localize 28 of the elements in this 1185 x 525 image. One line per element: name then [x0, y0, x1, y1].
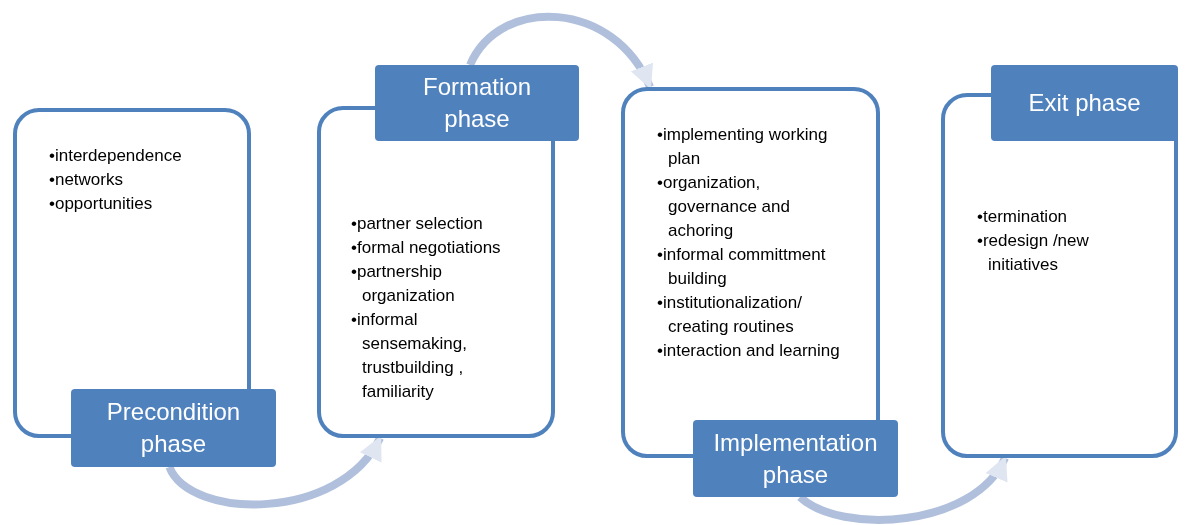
phase-title: Implementation phase [712, 427, 879, 490]
bullet-item: •implementing working plan [657, 124, 829, 170]
phase-panel [621, 87, 880, 458]
bullet-item: •interdependence [49, 145, 183, 167]
curved-arrow [797, 455, 1009, 524]
phase-panel [941, 93, 1178, 458]
bullet-item: •partnership organization [351, 261, 456, 307]
phase-label-box [991, 65, 1178, 141]
curved-arrow [166, 435, 384, 509]
bullet-item: •redesign /new initiatives [977, 230, 1090, 276]
bullet-item: •termination [977, 206, 1069, 228]
phase-title: Exit phase [1027, 88, 1142, 118]
bullet-item: •interaction and learning [657, 340, 841, 362]
bullet-item: •partner selection [351, 213, 484, 235]
curved-arrow [466, 13, 654, 90]
phase-title: Precondition phase [105, 397, 242, 459]
phase-title: Formation phase [421, 72, 532, 134]
bullet-item: •organization, governance and achoring [657, 172, 791, 242]
bullet-item: •formal negotiations [351, 237, 502, 259]
phase-label-box [375, 65, 579, 141]
bullet-item: •institutionalization/ creating routines [657, 292, 803, 338]
phase-label-box [71, 389, 276, 467]
bullet-item: •informal sensemaking, trustbuilding , familiarity [351, 309, 468, 403]
bullet-item: •networks [49, 169, 124, 191]
phase-panel [317, 106, 555, 438]
bullet-item: •opportunities [49, 193, 154, 215]
bullet-item: •informal committment building [657, 244, 827, 290]
phase-label-box [693, 420, 898, 497]
